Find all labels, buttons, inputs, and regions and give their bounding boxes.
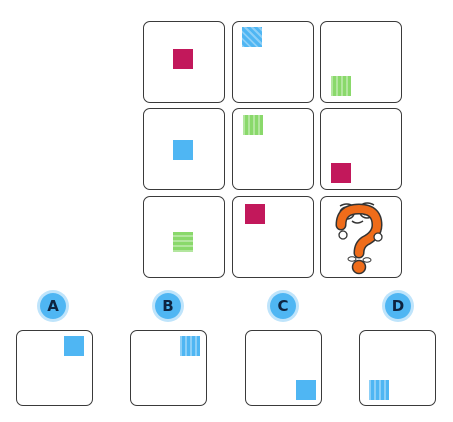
- blue-square: [64, 336, 84, 356]
- grid-cell-r2c1: [143, 108, 225, 190]
- option-b-box[interactable]: [130, 330, 207, 406]
- grid-cell-r1c1: [143, 21, 225, 103]
- blue-square: [296, 380, 316, 400]
- blue-square: [242, 27, 262, 47]
- green-square: [243, 115, 263, 135]
- grid-cell-r3c2: [232, 196, 314, 278]
- option-b-badge[interactable]: B: [155, 293, 181, 319]
- grid-cell-r3c1: [143, 196, 225, 278]
- grid-cell-r1c3: [320, 21, 402, 103]
- blue-square: [369, 380, 389, 400]
- option-c-badge[interactable]: C: [270, 293, 296, 319]
- magenta-square: [245, 204, 265, 224]
- blue-square: [173, 140, 193, 160]
- grid-cell-r1c2: [232, 21, 314, 103]
- green-square: [173, 232, 193, 252]
- option-d-box[interactable]: [359, 330, 436, 406]
- green-square: [331, 76, 351, 96]
- option-a-badge[interactable]: A: [40, 293, 66, 319]
- grid-cell-r2c2: [232, 108, 314, 190]
- magenta-square: [331, 163, 351, 183]
- blue-square: [180, 336, 200, 356]
- option-d-badge[interactable]: D: [385, 293, 411, 319]
- option-a-box[interactable]: [16, 330, 93, 406]
- option-c-box[interactable]: [245, 330, 322, 406]
- magenta-square: [173, 49, 193, 69]
- grid-cell-r3c3-missing: [320, 196, 402, 278]
- question-mark-icon: [335, 202, 383, 275]
- grid-cell-r2c3: [320, 108, 402, 190]
